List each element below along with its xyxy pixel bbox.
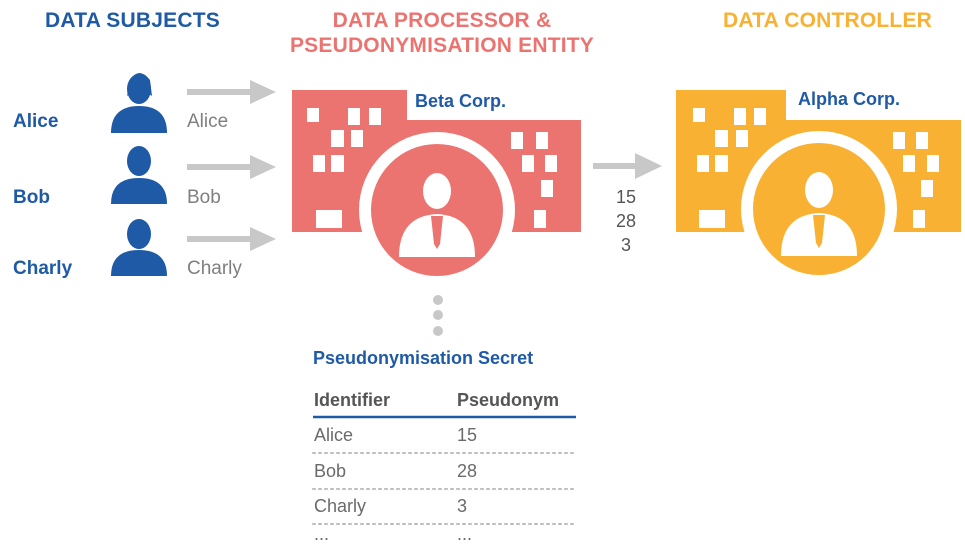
table-cell-pseudonym: ... — [457, 524, 473, 544]
person-icon-charly — [111, 219, 167, 276]
header-data-controller: DATA CONTROLLER — [722, 9, 933, 32]
arrow-label-alice: Alice — [187, 111, 229, 132]
table-cell-identifier: ... — [314, 524, 330, 544]
secret-title: Pseudonymisation Secret — [313, 348, 534, 368]
header-processor-line2: PSEUDONYMISATION ENTITY — [289, 34, 595, 57]
arrow-charly — [187, 227, 276, 251]
processor-name: Beta Corp. — [415, 91, 507, 111]
processor-building — [292, 90, 581, 288]
table-cell-identifier: Charly — [314, 496, 367, 516]
table-cell-pseudonym: 28 — [457, 461, 478, 481]
controller-name: Alpha Corp. — [798, 89, 900, 109]
subject-name-charly: Charly — [13, 258, 73, 279]
subject-name-alice: Alice — [13, 111, 59, 132]
table-cell-identifier: Bob — [314, 461, 347, 481]
table-row-dividers — [312, 452, 577, 525]
person-icon-bob — [111, 146, 167, 204]
arrow-bob — [187, 155, 276, 179]
table-cell-pseudonym: 3 — [457, 496, 468, 516]
dotted-connector — [433, 295, 443, 336]
subject-name-bob: Bob — [13, 187, 50, 208]
sent-pseudonym-2: 28 — [615, 211, 637, 231]
controller-building — [676, 90, 961, 287]
sent-pseudonym-1: 15 — [615, 187, 637, 207]
header-data-subjects: DATA SUBJECTS — [45, 9, 220, 32]
arrow-label-bob: Bob — [187, 187, 221, 208]
arrow-alice — [187, 80, 276, 104]
header-processor-line1: DATA PROCESSOR & — [332, 9, 552, 32]
person-icon-alice — [111, 73, 167, 133]
arrow-to-controller — [593, 153, 662, 179]
arrow-label-charly: Charly — [187, 258, 242, 279]
table-col-identifier: Identifier — [314, 390, 391, 410]
table-cell-pseudonym: 15 — [457, 425, 478, 445]
table-cell-identifier: Alice — [314, 425, 354, 445]
sent-pseudonym-3: 3 — [620, 235, 631, 255]
table-col-pseudonym: Pseudonym — [457, 390, 560, 410]
